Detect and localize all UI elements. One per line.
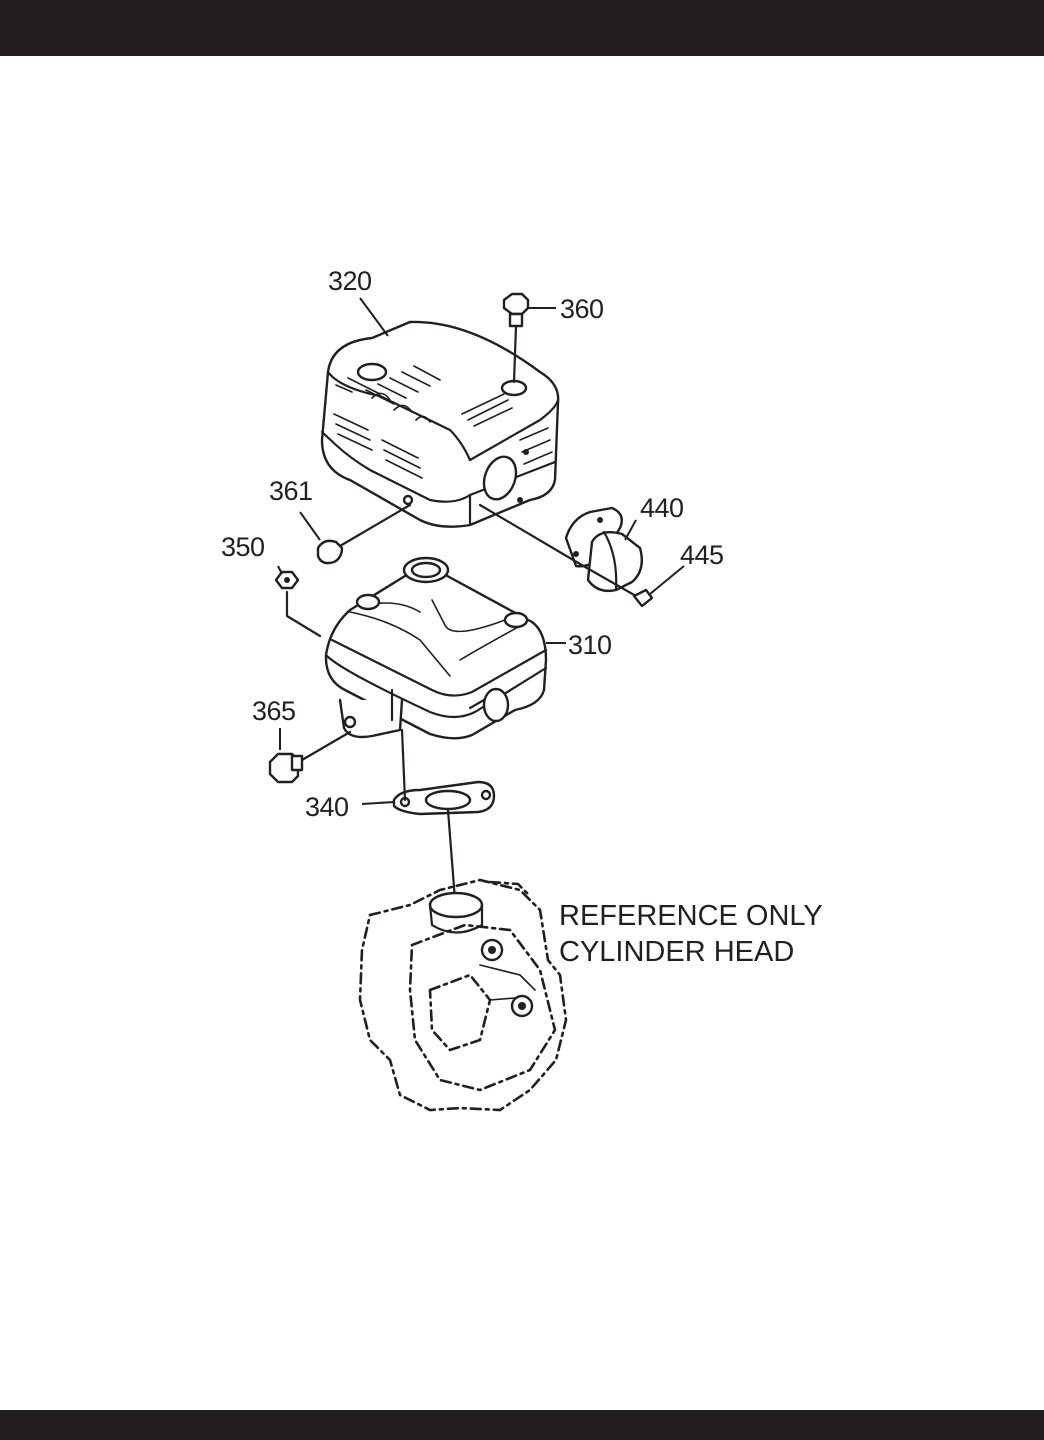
callout-310: 310 xyxy=(568,630,612,660)
screw-361 xyxy=(316,503,412,565)
footer-bar xyxy=(0,1410,1044,1440)
gasket-340 xyxy=(392,780,496,816)
callout-350: 350 xyxy=(221,532,265,562)
callout-445: 445 xyxy=(680,540,724,570)
callout-440: 440 xyxy=(640,493,684,523)
callout-360: 360 xyxy=(560,294,604,324)
screw-445 xyxy=(478,503,654,608)
muffler-310 xyxy=(324,556,548,740)
callout-340: 340 xyxy=(305,792,349,822)
nut-350 xyxy=(274,570,322,638)
callout-361: 361 xyxy=(269,476,313,506)
muffler-guard-320 xyxy=(320,320,560,528)
leader-lines xyxy=(277,297,685,805)
alignment-line xyxy=(446,808,457,902)
bolt-365 xyxy=(268,730,352,784)
callout-320: 320 xyxy=(328,266,372,296)
cylinder-head-reference xyxy=(358,878,568,1112)
reference-note-line1: REFERENCE ONLY xyxy=(559,900,823,932)
callout-365: 365 xyxy=(252,696,296,726)
alignment-line xyxy=(400,728,407,802)
reference-note-line2: CYLINDER HEAD xyxy=(559,936,794,968)
header-bar xyxy=(0,0,1044,56)
